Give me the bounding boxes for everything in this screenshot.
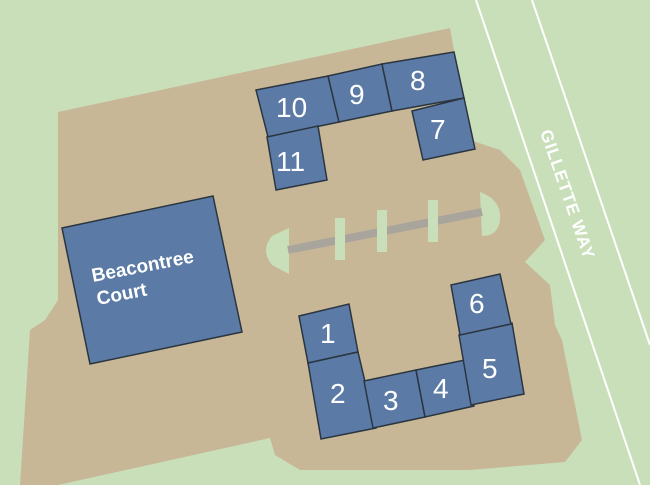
island-left <box>266 228 289 274</box>
unit-8-label: 8 <box>410 65 426 96</box>
walkway-post-1 <box>335 218 345 260</box>
road-edge-left <box>475 0 641 485</box>
unit-6-label: 6 <box>469 288 485 319</box>
unit-11[interactable]: 11 <box>266 125 328 191</box>
walkway-post-2 <box>377 210 387 252</box>
unit-4-label: 4 <box>433 373 449 404</box>
unit-5-label: 5 <box>482 353 498 384</box>
unit-7-label: 7 <box>430 114 446 145</box>
unit-2-label: 2 <box>330 378 346 409</box>
unit-6[interactable]: 6 <box>450 273 512 336</box>
unit-4[interactable]: 4 <box>415 359 475 418</box>
road-edge-right <box>531 0 650 346</box>
main-building: Beacontree Court <box>61 195 243 365</box>
unit-7[interactable]: 7 <box>411 97 476 161</box>
unit-3[interactable]: 3 <box>363 369 426 429</box>
unit-1-label: 1 <box>320 318 336 349</box>
unit-10-label: 10 <box>276 92 307 123</box>
unit-1[interactable]: 1 <box>298 303 359 364</box>
unit-3-label: 3 <box>383 385 399 416</box>
unit-11-label: 11 <box>276 146 305 177</box>
unit-5[interactable]: 5 <box>458 322 525 406</box>
unit-9-label: 9 <box>349 79 365 110</box>
island-right <box>480 192 501 236</box>
walkway-post-3 <box>428 200 438 242</box>
